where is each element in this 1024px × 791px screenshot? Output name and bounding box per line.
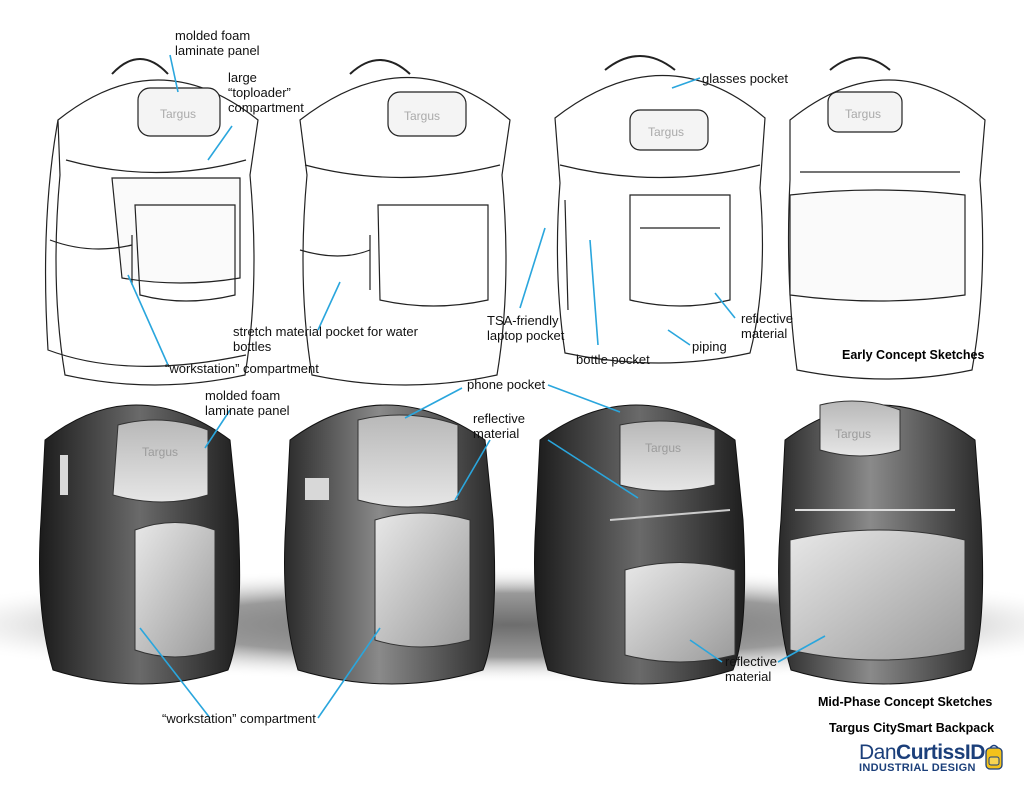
mid-sketch-1: Targus	[39, 404, 241, 685]
section-title-mid: Mid-Phase Concept Sketches	[818, 695, 993, 709]
callout-top-workstation: “workstation” compartment	[165, 361, 319, 376]
callout-top-reflective: reflective material	[741, 311, 794, 341]
floor-shadow	[0, 567, 1024, 683]
mid-sketch-3: Targus	[534, 404, 746, 685]
svg-text:Targus: Targus	[835, 427, 871, 441]
svg-text:Targus: Targus	[648, 125, 684, 139]
mid-sketch-2	[284, 404, 496, 685]
brand-name-light: Dan	[859, 741, 897, 764]
brand-name: DanCurtissID	[859, 742, 985, 764]
callout-top-toploader: large “toploader” compartment	[228, 70, 304, 115]
early-sketch-1: Targus	[44, 58, 259, 386]
svg-text:Targus: Targus	[142, 445, 178, 459]
callout-top-glasses: glasses pocket	[702, 71, 788, 86]
brand-subtitle: INDUSTRIAL DESIGN	[859, 762, 976, 774]
callout-bot-phone: phone pocket	[467, 377, 546, 392]
mid-sketch-4: Targus	[778, 400, 984, 685]
callout-bot-reflective-lower: reflective material	[725, 654, 778, 684]
callout-top-bottle: bottle pocket	[576, 352, 650, 367]
callout-bot-workstation: “workstation” compartment	[162, 711, 316, 726]
svg-text:Targus: Targus	[160, 107, 196, 121]
callout-bot-reflective-upper: reflective material	[473, 411, 526, 441]
callout-top-piping: piping	[692, 339, 727, 354]
backpack-icon	[985, 744, 1003, 770]
svg-text:Targus: Targus	[404, 109, 440, 123]
callout-leaders	[127, 54, 826, 719]
callout-bot-molded-foam: molded foam laminate panel	[205, 388, 290, 418]
brand-logo: DanCurtissID INDUSTRIAL DESIGN	[859, 742, 1004, 776]
callout-top-molded-foam: molded foam laminate panel	[175, 28, 260, 58]
svg-text:Targus: Targus	[645, 441, 681, 455]
section-title-early: Early Concept Sketches	[842, 348, 985, 362]
product-title: Targus CitySmart Backpack	[829, 721, 995, 735]
early-sketch-2: Targus	[299, 59, 511, 386]
early-sketch-3: Targus	[554, 55, 766, 364]
callout-top-tsa: TSA-friendly laptop pocket	[487, 313, 565, 343]
early-sketch-4: Targus	[787, 56, 986, 380]
svg-text:Targus: Targus	[845, 107, 881, 121]
brand-name-bold: CurtissID	[896, 741, 985, 764]
callout-top-stretch-pocket: stretch material pocket for water bottle…	[233, 324, 418, 354]
